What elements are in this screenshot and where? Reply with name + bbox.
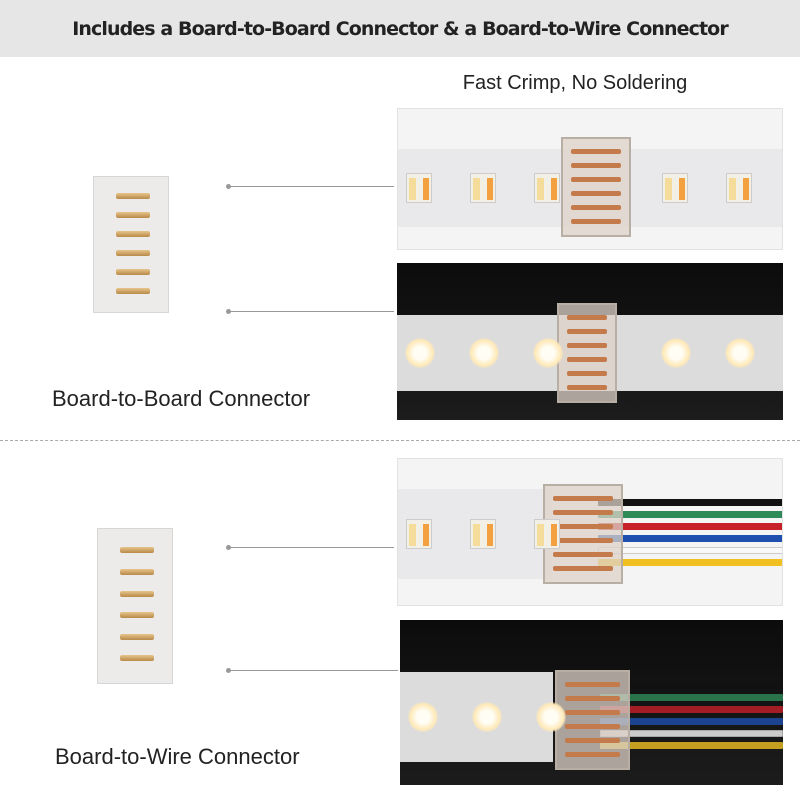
wire bbox=[600, 718, 783, 725]
wire bbox=[598, 511, 782, 518]
led-glow bbox=[405, 338, 435, 368]
clip-pin bbox=[565, 696, 620, 701]
wire bbox=[600, 742, 783, 749]
gold-pin bbox=[116, 249, 150, 256]
strip-photo-unlit-b2b bbox=[397, 108, 783, 250]
clip-pin bbox=[567, 329, 607, 334]
board-to-board-label: Board-to-Board Connector bbox=[52, 386, 311, 411]
wire bbox=[598, 547, 782, 554]
led-chip bbox=[406, 173, 432, 203]
clip-pin bbox=[553, 552, 613, 557]
led-glow bbox=[661, 338, 691, 368]
subtitle: Fast Crimp, No Soldering bbox=[462, 72, 688, 94]
clip-pin bbox=[571, 191, 621, 196]
clip-pin bbox=[567, 385, 607, 390]
clip-pin bbox=[571, 177, 621, 182]
clip-pin bbox=[571, 219, 621, 224]
wire bbox=[600, 694, 783, 701]
gold-pin bbox=[120, 569, 154, 576]
led-glow bbox=[533, 338, 563, 368]
gold-pin bbox=[116, 193, 150, 200]
led-glow bbox=[469, 338, 499, 368]
wire bbox=[598, 535, 782, 542]
board-to-board-connector-image bbox=[93, 176, 169, 313]
connector-clip bbox=[543, 484, 623, 584]
clip-pin bbox=[553, 496, 613, 501]
gold-pin bbox=[120, 633, 154, 640]
gold-pin bbox=[120, 590, 154, 597]
clip-pin bbox=[567, 371, 607, 376]
leader-dot bbox=[226, 668, 231, 673]
led-glow bbox=[408, 702, 438, 732]
clip-pin bbox=[565, 724, 620, 729]
led-glow bbox=[536, 702, 566, 732]
leader-dot bbox=[226, 545, 231, 550]
gold-pin bbox=[120, 655, 154, 662]
clip-pin bbox=[567, 343, 607, 348]
gold-pin bbox=[116, 268, 150, 275]
leader-line bbox=[228, 547, 394, 548]
strip-photo-lit-b2w bbox=[400, 620, 783, 785]
clip-pin bbox=[571, 149, 621, 154]
led-chip bbox=[470, 519, 496, 549]
clip-pin bbox=[571, 163, 621, 168]
board-to-wire-label: Board-to-Wire Connector bbox=[55, 744, 300, 769]
led-chip bbox=[406, 519, 432, 549]
led-chip bbox=[534, 173, 560, 203]
clip-pin bbox=[567, 315, 607, 320]
connector-clip bbox=[555, 670, 630, 770]
wire bbox=[598, 523, 782, 530]
leader-dot bbox=[226, 184, 231, 189]
clip-pin bbox=[567, 357, 607, 362]
connector-clip bbox=[557, 303, 617, 403]
leader-line bbox=[228, 186, 394, 187]
gold-pin bbox=[116, 231, 150, 237]
leader-line bbox=[228, 670, 398, 671]
clip-pin bbox=[553, 566, 613, 571]
clip-pin bbox=[565, 710, 620, 715]
gold-pin bbox=[120, 547, 154, 554]
led-chip bbox=[534, 519, 560, 549]
page-title: Includes a Board-to-Board Connector & a … bbox=[72, 17, 728, 40]
clip-pin bbox=[571, 205, 621, 210]
wire bbox=[598, 499, 782, 506]
clip-pin bbox=[565, 738, 620, 743]
clip-pin bbox=[565, 682, 620, 687]
strip-photo-unlit-b2w bbox=[397, 458, 783, 606]
led-glow bbox=[472, 702, 502, 732]
led-chip bbox=[470, 173, 496, 203]
gold-pin bbox=[116, 287, 150, 294]
board-to-wire-connector-image bbox=[97, 528, 173, 684]
gold-pin bbox=[120, 612, 154, 619]
clip-pin bbox=[553, 538, 613, 543]
header-banner: Includes a Board-to-Board Connector & a … bbox=[0, 0, 800, 57]
led-chip bbox=[726, 173, 752, 203]
wire bbox=[600, 706, 783, 713]
leader-dot bbox=[226, 309, 231, 314]
leader-line bbox=[228, 311, 394, 312]
led-glow bbox=[725, 338, 755, 368]
strip-photo-lit-b2b bbox=[397, 263, 783, 420]
led-chip bbox=[662, 173, 688, 203]
clip-pin bbox=[565, 752, 620, 757]
clip-pin bbox=[553, 510, 613, 515]
section-divider bbox=[0, 440, 800, 441]
wire bbox=[600, 682, 783, 689]
wire bbox=[598, 559, 782, 566]
wire-bundle bbox=[598, 499, 782, 579]
clip-pin bbox=[553, 524, 613, 529]
connector-clip bbox=[561, 137, 631, 237]
gold-pin bbox=[116, 212, 150, 219]
